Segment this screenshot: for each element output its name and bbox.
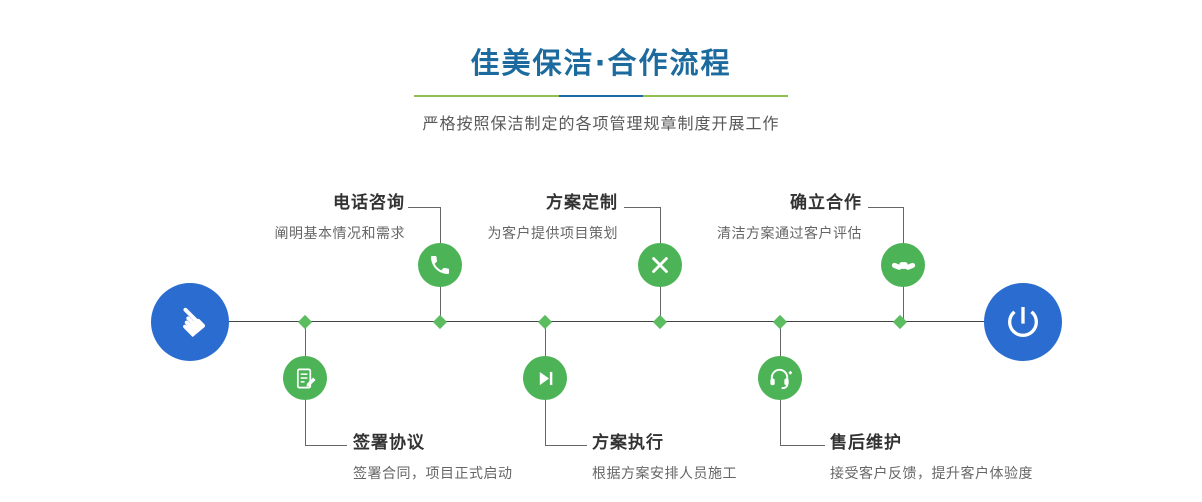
timeline-diamond [892, 314, 908, 330]
step-label: 售后维护 [830, 433, 902, 453]
timeline-diamond [297, 314, 313, 330]
step-desc: 为客户提供项目策划 [487, 226, 618, 242]
timeline-diamond [652, 314, 668, 330]
handshake-icon [891, 261, 915, 270]
connector-line [545, 445, 587, 446]
connector-line [624, 207, 661, 208]
connector-line [780, 445, 825, 446]
timeline-end-node [984, 283, 1062, 361]
step-aftersales-maintain: 售后维护 接受客户反馈，提升客户体验度 [830, 428, 1033, 483]
step-node-sign [283, 356, 327, 400]
step-desc: 清洁方案通过客户评估 [717, 226, 862, 242]
play-next-icon [539, 371, 552, 385]
step-desc: 根据方案安排人员施工 [592, 466, 737, 482]
design-tools-icon [652, 257, 668, 273]
sign-document-icon [296, 368, 316, 388]
step-node-design [638, 243, 682, 287]
step-label: 方案执行 [592, 433, 664, 453]
step-sign-agreement: 签署协议 签署合同，项目正式启动 [353, 428, 513, 483]
connector-line [868, 207, 904, 208]
timeline-diamond [772, 314, 788, 330]
step-desc: 签署合同，项目正式启动 [353, 466, 513, 482]
pointer-hand-icon: ☚ [162, 294, 218, 350]
timeline-start-node: ☚ [151, 283, 229, 361]
step-plan-execute: 方案执行 根据方案安排人员施工 [592, 428, 737, 483]
title-divider-accent [559, 95, 643, 97]
timeline-diamond [537, 314, 553, 330]
step-label: 签署协议 [353, 433, 425, 453]
page-subtitle: 严格按照保洁制定的各项管理规章制度开展工作 [422, 114, 780, 133]
step-node-aftersales [758, 356, 802, 400]
step-label: 方案定制 [546, 193, 618, 213]
timeline-diamond [432, 314, 448, 330]
step-desc: 接受客户反馈，提升客户体验度 [830, 466, 1033, 482]
connector-line [408, 207, 441, 208]
step-establish-cooperation: 确立合作 清洁方案通过客户评估 [717, 188, 862, 243]
step-phone-consult: 电话咨询 阐明基本情况和需求 [275, 188, 406, 243]
page-title: 佳美保洁·合作流程 [470, 46, 732, 80]
power-icon [1008, 307, 1038, 337]
step-node-phone [418, 243, 462, 287]
step-node-execute [523, 356, 567, 400]
step-plan-customize: 方案定制 为客户提供项目策划 [488, 188, 619, 243]
step-label: 电话咨询 [333, 193, 405, 213]
phone-icon [431, 256, 449, 274]
headset-plus-icon [769, 368, 792, 389]
title-divider [414, 95, 788, 97]
step-node-cooperation [881, 243, 925, 287]
step-desc: 阐明基本情况和需求 [274, 226, 405, 242]
connector-line [305, 445, 347, 446]
timeline-line [190, 321, 1023, 322]
step-label: 确立合作 [790, 193, 862, 213]
